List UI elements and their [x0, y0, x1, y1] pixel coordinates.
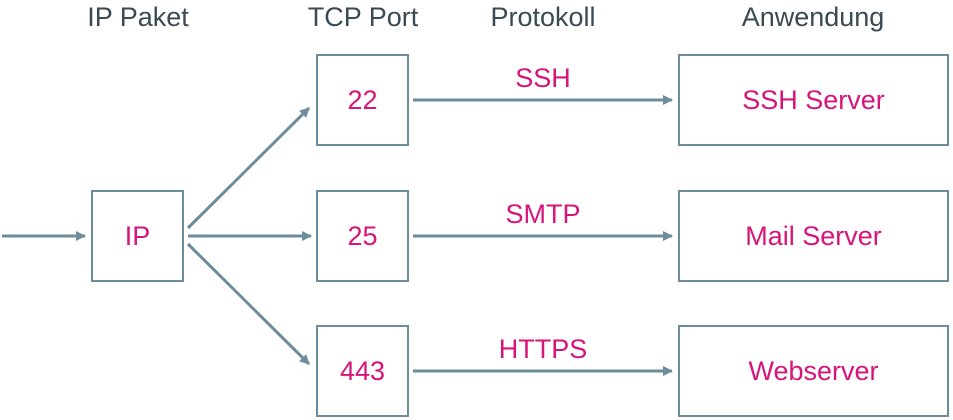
header-ip-paket: IP Paket: [87, 2, 189, 32]
header-tcp-port: TCP Port: [307, 2, 419, 32]
arrow-ip-to-port-443: [186, 242, 311, 366]
app-box-mail-server: Mail Server: [678, 190, 949, 282]
header-protokoll: Protokoll: [490, 2, 596, 32]
port-box-443: 443: [316, 325, 409, 417]
arrow-ip-to-port-22: [186, 106, 311, 230]
protocol-label-smtp: SMTP: [505, 199, 581, 229]
app-box-webserver: Webserver: [678, 325, 949, 417]
protocol-label-https: HTTPS: [498, 334, 588, 364]
app-box-ssh-server: SSH Server: [678, 54, 949, 146]
protocol-label-ssh: SSH: [515, 63, 571, 93]
port-box-22: 22: [316, 54, 409, 146]
ip-box: IP: [91, 190, 184, 282]
header-anwendung: Anwendung: [741, 2, 885, 32]
port-box-25: 25: [316, 190, 409, 282]
